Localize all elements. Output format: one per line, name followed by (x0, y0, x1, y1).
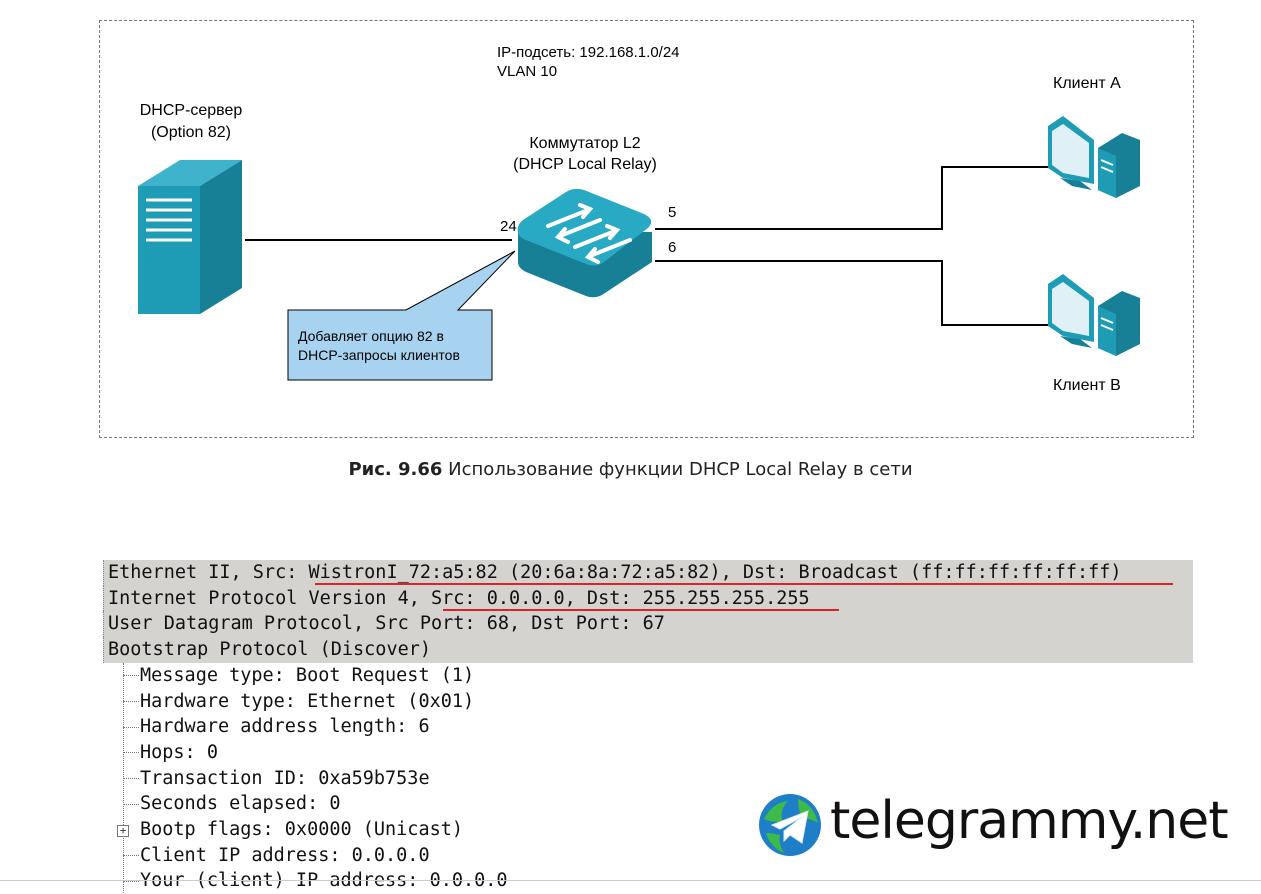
client-a-label: Клиент А (1053, 75, 1121, 92)
switch-icon (517, 188, 652, 298)
field-seconds-elapsed[interactable]: Seconds elapsed: 0 (140, 793, 341, 815)
tree-row-bootp[interactable]: Bootstrap Protocol (Discover) (103, 637, 1193, 663)
telegram-globe-icon (759, 794, 821, 856)
callout-bubble (287, 250, 516, 381)
client-b-computer-icon (1048, 274, 1140, 356)
tree-branch (123, 675, 139, 677)
switch-subtitle: (DHCP Local Relay) (513, 156, 657, 173)
tree-row-ethernet[interactable]: Ethernet II, Src: WistronI_72:a5:82 (20:… (103, 560, 1193, 586)
callout-line-1: Добавляет опцию 82 в (298, 328, 444, 344)
expand-plus-icon[interactable]: + (117, 825, 129, 837)
tree-branch (123, 855, 139, 857)
port-5-label: 5 (668, 204, 677, 221)
tree-branch (123, 881, 139, 883)
port-6-label: 6 (668, 239, 677, 256)
server-subtitle: (Option 82) (150, 124, 232, 141)
server-title: DHCP-сервер (139, 102, 243, 119)
callout-text: Добавляет опцию 82 в DHCP-запросы клиент… (298, 327, 460, 365)
tree-row-ipv4[interactable]: Internet Protocol Version 4, Src: 0.0.0.… (103, 585, 1193, 612)
figure-caption: Рис. 9.66 Использование функции DHCP Loc… (0, 459, 1261, 480)
tree-row-udp[interactable]: User Datagram Protocol, Src Port: 68, Ds… (103, 611, 1193, 638)
tree-branch (123, 752, 139, 754)
tree-branch (123, 701, 139, 703)
field-your-ip[interactable]: Your (client) IP address: 0.0.0.0 (140, 870, 508, 892)
diagram-frame (99, 20, 1194, 438)
client-a-computer-icon (1048, 116, 1140, 198)
network-diagram (138, 116, 1140, 381)
watermark-text: telegrammy.net (830, 791, 1229, 851)
tree-branch (123, 778, 139, 780)
link-port5-client-a (655, 166, 1048, 230)
packet-details-tree: Ethernet II, Src: WistronI_72:a5:82 (20:… (103, 560, 1193, 893)
page-bottom-rule (0, 880, 1261, 881)
field-hops[interactable]: Hops: 0 (140, 741, 218, 763)
field-client-ip[interactable]: Client IP address: 0.0.0.0 (140, 844, 430, 866)
highlight-underline-ipv4 (443, 609, 839, 611)
subnet-label: IP-подсеть: 192.168.1.0/24 (497, 44, 680, 61)
link-port6-client-b (655, 260, 1048, 326)
tree-branch (123, 727, 139, 729)
field-hw-address-length[interactable]: Hardware address length: 6 (140, 716, 430, 738)
tree-branch (123, 804, 139, 806)
port-24-label: 24 (500, 218, 517, 235)
field-transaction-id[interactable]: Transaction ID: 0xa59b753e (140, 767, 430, 789)
client-b-label: Клиент В (1053, 377, 1121, 394)
server-icon (138, 160, 242, 314)
field-bootp-flags[interactable]: Bootp flags: 0x0000 (Unicast) (140, 819, 464, 840)
field-hardware-type[interactable]: Hardware type: Ethernet (0x01) (140, 690, 475, 712)
switch-title: Коммутатор L2 (529, 135, 641, 152)
figure-number: Рис. 9.66 (348, 459, 443, 480)
callout-line-2: DHCP-запросы клиентов (298, 347, 460, 363)
highlight-underline-ethernet (315, 583, 1173, 585)
field-message-type[interactable]: Message type: Boot Request (1) (140, 664, 475, 686)
vlan-label: VLAN 10 (497, 63, 558, 80)
figure-caption-text: Использование функции DHCP Local Relay в… (442, 459, 913, 480)
